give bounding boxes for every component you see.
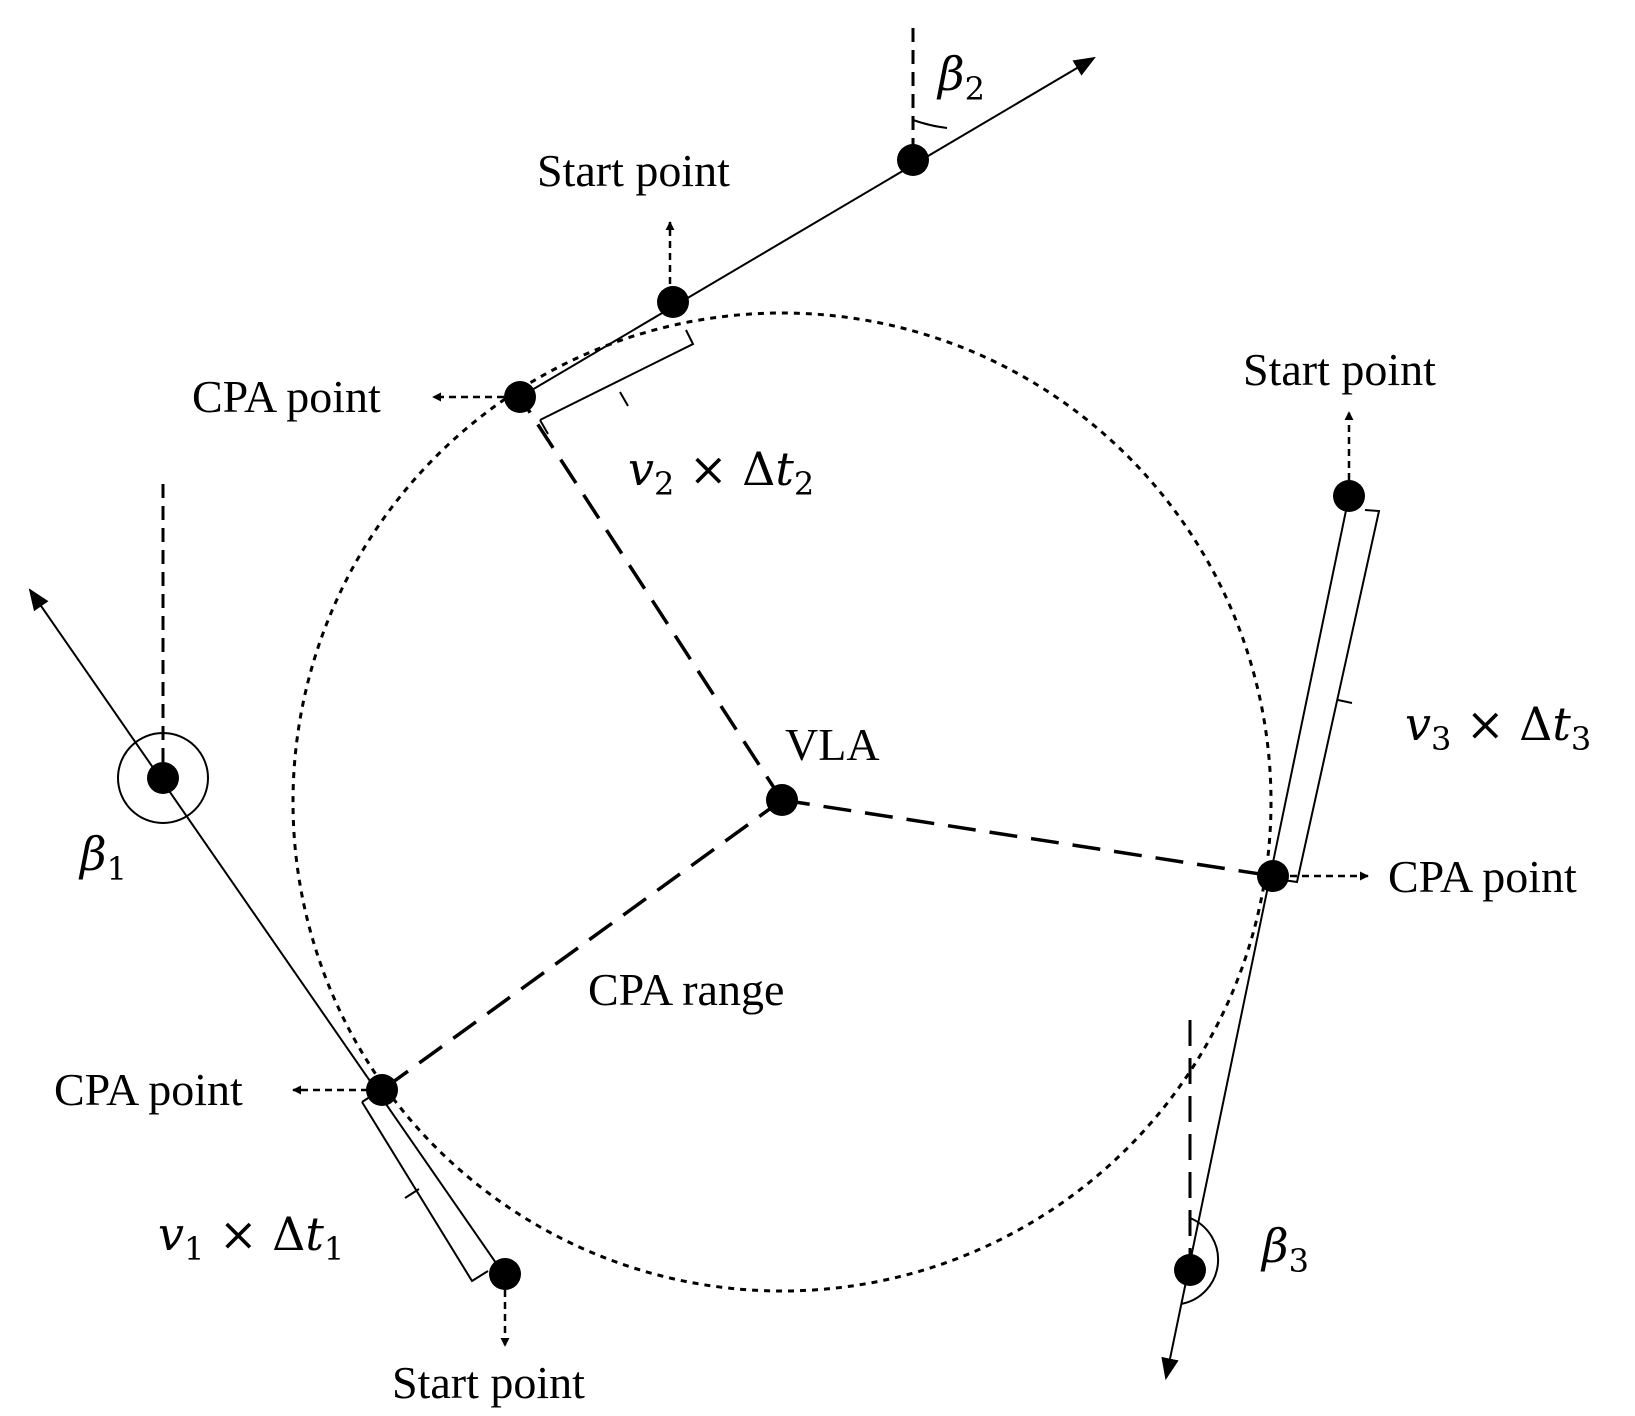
trajectory-1 xyxy=(28,484,506,1283)
cpa-point-label-3: CPA point xyxy=(1388,851,1577,902)
beta-1-label: β1 xyxy=(78,827,127,888)
radius-to-cpa-point-3 xyxy=(781,798,1274,878)
cpa-point-label-2: CPA point xyxy=(192,371,381,422)
distance-brace-2 xyxy=(539,329,695,435)
start-point-label-3: Start point xyxy=(1243,344,1436,395)
cpa-range-circle xyxy=(291,311,1273,1293)
label-pointers xyxy=(292,221,1369,1347)
cpa-point-1-marker xyxy=(366,1074,398,1106)
cpa-range-label: CPA range xyxy=(588,964,784,1015)
cpa-point-2-marker xyxy=(504,381,536,413)
points xyxy=(147,144,1365,1290)
distance-brace-3 xyxy=(1282,509,1381,884)
v2-dt2-label: v2 × Δt2 xyxy=(628,442,814,503)
trajectory-3 xyxy=(1161,495,1381,1381)
heading-angle-arc-3 xyxy=(1180,1217,1220,1305)
start-point-2-marker xyxy=(657,286,689,318)
beta-2-label: β2 xyxy=(936,47,985,108)
start-point-label-2: Start point xyxy=(537,145,730,196)
vla-point xyxy=(766,784,798,816)
trajectory-1-line xyxy=(28,588,506,1277)
start-point-label-1: Start point xyxy=(392,1357,585,1408)
radius-to-cpa-point-2 xyxy=(518,396,784,801)
heading-point-2-marker xyxy=(897,144,929,176)
trajectory-2 xyxy=(519,28,1096,435)
heading-angle-arc-2 xyxy=(912,119,948,129)
distance-brace-1 xyxy=(361,1092,489,1283)
v1-dt1-label: v1 × Δt1 xyxy=(158,1207,344,1268)
vla-label: VLA xyxy=(785,719,880,770)
start-point-1-marker xyxy=(489,1258,521,1290)
v3-dt3-label: v3 × Δt3 xyxy=(1405,697,1591,758)
start-point-3-marker xyxy=(1333,480,1365,512)
heading-point-1-marker xyxy=(147,762,179,794)
heading-point-3-marker xyxy=(1174,1254,1206,1286)
trajectory-2-line xyxy=(519,56,1096,398)
heading-angle-arc-1 xyxy=(117,732,209,824)
cpa-point-3-marker xyxy=(1257,860,1289,892)
cpa-point-label-1: CPA point xyxy=(54,1064,243,1115)
radius-to-cpa-point-1 xyxy=(380,798,784,1092)
trajectory-3-line xyxy=(1161,495,1350,1381)
cpa-radius-lines xyxy=(380,396,1274,1092)
beta-3-label: β3 xyxy=(1260,1219,1309,1280)
